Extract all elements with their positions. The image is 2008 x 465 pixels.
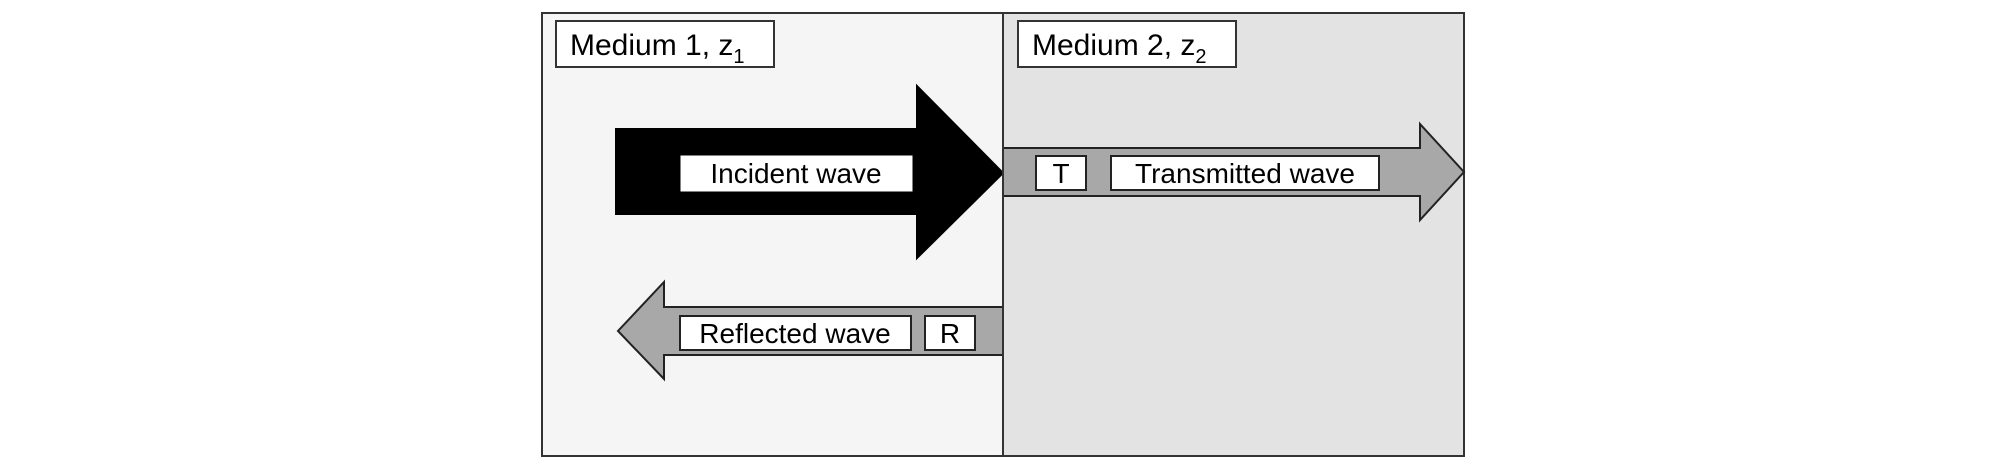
- medium-1-subscript: 1: [733, 46, 744, 68]
- reflection-coefficient-box: [924, 315, 976, 351]
- medium-1-name: Medium 1, z: [570, 29, 733, 62]
- medium-1-label: Medium 1, z1: [555, 20, 775, 68]
- reflected-wave-label: Reflected wave: [699, 318, 890, 349]
- incident-wave-label-box: [679, 154, 914, 193]
- incident-wave-arrow: Incident wave: [615, 83, 1005, 261]
- medium-2-panel: [1002, 12, 1465, 457]
- medium-2-name: Medium 2, z: [1032, 29, 1195, 62]
- transmitted-wave-label-box: [1110, 155, 1380, 191]
- transmitted-wave-label: Transmitted wave: [1135, 158, 1355, 189]
- medium-2-label: Medium 2, z2: [1017, 20, 1237, 68]
- transmission-coefficient-label: T: [1052, 158, 1069, 189]
- transmission-coefficient-box: [1035, 155, 1087, 191]
- transmitted-wave-arrow: T Transmitted wave: [1002, 121, 1466, 223]
- medium-2-subscript: 2: [1195, 46, 1206, 68]
- reflected-wave-arrow: Reflected wave R: [616, 279, 1004, 382]
- incident-wave-label: Incident wave: [710, 158, 881, 189]
- reflected-wave-label-box: [679, 315, 912, 351]
- svg-text:Medium 2, z2: Medium 2, z2: [1032, 29, 1207, 68]
- reflection-coefficient-label: R: [940, 318, 960, 349]
- svg-text:Medium 1, z1: Medium 1, z1: [570, 29, 745, 68]
